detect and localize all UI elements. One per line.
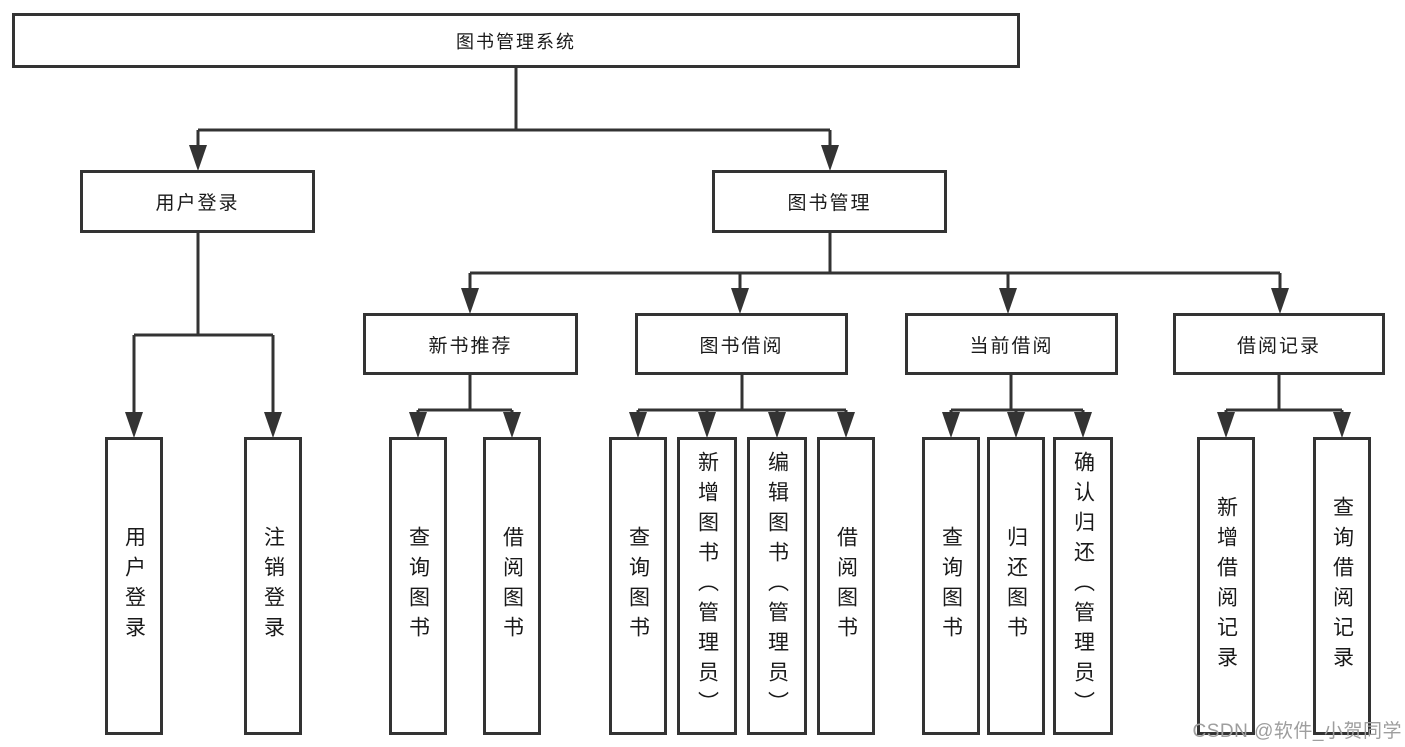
- branch-user-login: [132, 233, 275, 418]
- node-book-management-label: 图书管理: [787, 193, 872, 214]
- csdn-watermark: CSDN @软件_小贺同学: [1192, 721, 1402, 742]
- arrowhead: [821, 145, 839, 171]
- leaf-newbook-borrow-book: 借阅图书: [483, 437, 541, 735]
- node-user-login: 用户登录: [80, 170, 315, 233]
- node-new-book-recommend-label: 新书推荐: [428, 335, 513, 357]
- leaf-records-add-record-label: 新增借阅记录: [1214, 496, 1238, 676]
- leaf-records-query-record: 查询借阅记录: [1313, 437, 1371, 735]
- arrowhead: [837, 412, 855, 438]
- node-book-management: 图书管理: [712, 170, 947, 233]
- leaf-user-login-label: 用户登录: [122, 526, 146, 646]
- leaf-borrow-add-book-admin-label: 新增图书（管理员）: [695, 451, 719, 721]
- leaf-logout-label: 注销登录: [261, 526, 285, 646]
- node-borrow-records-label: 借阅记录: [1236, 335, 1321, 357]
- node-borrow-records: 借阅记录: [1173, 313, 1385, 375]
- leaf-newbook-borrow-book-label: 借阅图书: [500, 526, 524, 646]
- leaf-borrow-borrow-book-label: 借阅图书: [834, 526, 858, 646]
- leaf-current-confirm-return-admin: 确认归还（管理员）: [1053, 437, 1113, 735]
- arrowhead: [1217, 412, 1235, 438]
- node-current-borrow: 当前借阅: [905, 313, 1118, 375]
- arrowhead: [503, 412, 521, 438]
- arrowhead: [125, 412, 143, 438]
- leaf-borrow-query-book: 查询图书: [609, 437, 667, 735]
- arrowhead: [1333, 412, 1351, 438]
- node-current-borrow-label: 当前借阅: [969, 335, 1054, 357]
- arrowhead: [731, 288, 749, 314]
- node-new-book-recommend: 新书推荐: [363, 313, 578, 375]
- node-user-login-label: 用户登录: [155, 193, 240, 214]
- arrowhead: [189, 145, 207, 171]
- leaf-borrow-edit-book-admin-label: 编辑图书（管理员）: [765, 451, 789, 721]
- arrowhead: [768, 412, 786, 438]
- leaf-newbook-query-book-label: 查询图书: [406, 526, 430, 646]
- arrowheads: [125, 145, 1351, 438]
- leaf-current-query-book-label: 查询图书: [939, 526, 963, 646]
- leaf-current-return-book-label: 归还图书: [1004, 526, 1028, 646]
- leaf-logout: 注销登录: [244, 437, 302, 735]
- branch-borrow-records: [1224, 375, 1344, 418]
- trunk-book-management: [468, 233, 1282, 292]
- leaf-borrow-borrow-book: 借阅图书: [817, 437, 875, 735]
- trunk-root-to-level2: [196, 68, 832, 151]
- node-book-borrow-label: 图书借阅: [699, 335, 784, 357]
- leaf-records-add-record: 新增借阅记录: [1197, 437, 1255, 735]
- leaf-records-query-record-label: 查询借阅记录: [1330, 496, 1354, 676]
- branch-current-borrow: [949, 375, 1085, 418]
- arrowhead: [1074, 412, 1092, 438]
- leaf-newbook-query-book: 查询图书: [389, 437, 447, 735]
- arrowhead: [264, 412, 282, 438]
- leaf-current-return-book: 归还图书: [987, 437, 1045, 735]
- branch-book-borrow: [636, 375, 848, 418]
- arrowhead: [999, 288, 1017, 314]
- arrowhead: [1271, 288, 1289, 314]
- arrowhead: [1007, 412, 1025, 438]
- arrowhead: [942, 412, 960, 438]
- arrowhead: [409, 412, 427, 438]
- node-root-label: 图书管理系统: [456, 31, 576, 52]
- leaf-borrow-edit-book-admin: 编辑图书（管理员）: [747, 437, 807, 735]
- connector-lines: [132, 68, 1344, 418]
- leaf-borrow-add-book-admin: 新增图书（管理员）: [677, 437, 737, 735]
- arrowhead: [698, 412, 716, 438]
- branch-new-book: [416, 375, 514, 418]
- node-root: 图书管理系统: [12, 13, 1020, 68]
- leaf-current-query-book: 查询图书: [922, 437, 980, 735]
- node-book-borrow: 图书借阅: [635, 313, 848, 375]
- leaf-current-confirm-return-admin-label: 确认归还（管理员）: [1071, 451, 1095, 721]
- arrowhead: [461, 288, 479, 314]
- arrowhead: [629, 412, 647, 438]
- leaf-user-login: 用户登录: [105, 437, 163, 735]
- leaf-borrow-query-book-label: 查询图书: [626, 526, 650, 646]
